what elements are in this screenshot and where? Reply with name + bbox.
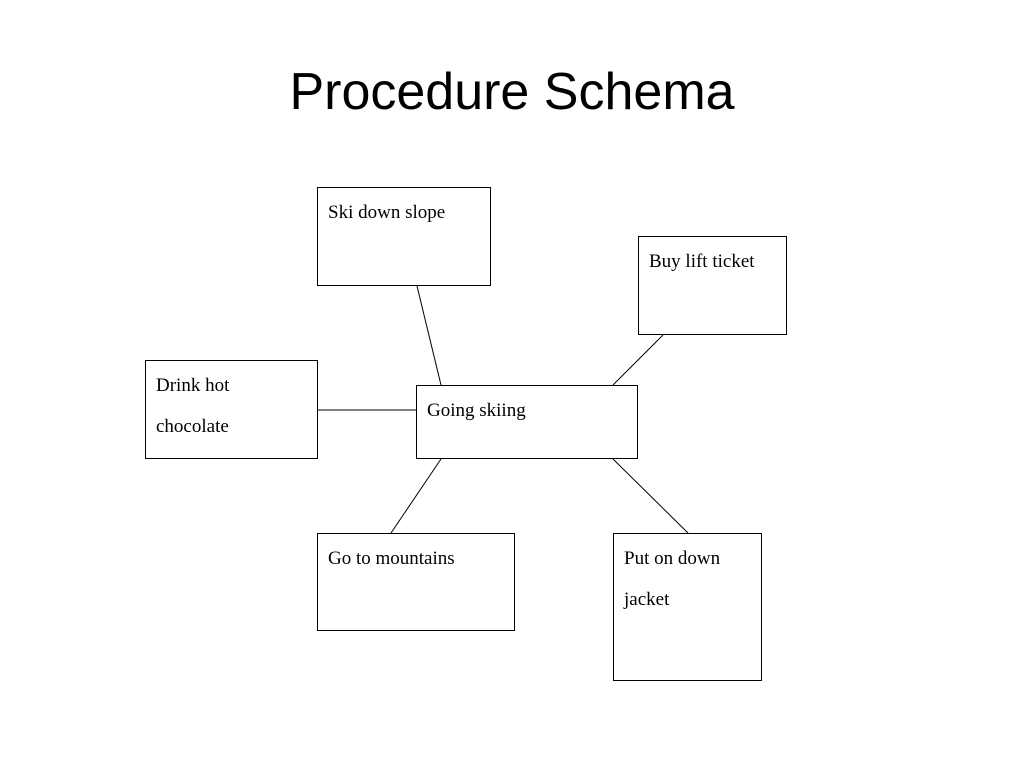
node-label: Ski down slope xyxy=(328,202,446,223)
edge-center-to-right xyxy=(612,334,664,386)
node-label: Buy lift ticket xyxy=(649,251,755,272)
node-label: Drink hot chocolate xyxy=(156,375,230,437)
node-go-to-mountains: Go to mountains xyxy=(317,533,515,631)
edge-center-to-top xyxy=(416,285,442,386)
node-going-skiing: Going skiing xyxy=(416,385,638,459)
node-put-on-down-jacket: Put on down jacket xyxy=(613,533,762,681)
node-buy-lift-ticket: Buy lift ticket xyxy=(638,236,787,335)
node-drink-hot-chocolate: Drink hot chocolate xyxy=(145,360,318,459)
edge-center-to-bottom-left xyxy=(390,458,442,534)
node-label: Put on down jacket xyxy=(624,548,721,610)
slide-title: Procedure Schema xyxy=(289,63,735,121)
node-label: Go to mountains xyxy=(328,548,455,569)
edge-center-to-bottom-right xyxy=(612,458,689,534)
node-label: Going skiing xyxy=(427,400,526,421)
node-ski-down-slope: Ski down slope xyxy=(317,187,491,286)
